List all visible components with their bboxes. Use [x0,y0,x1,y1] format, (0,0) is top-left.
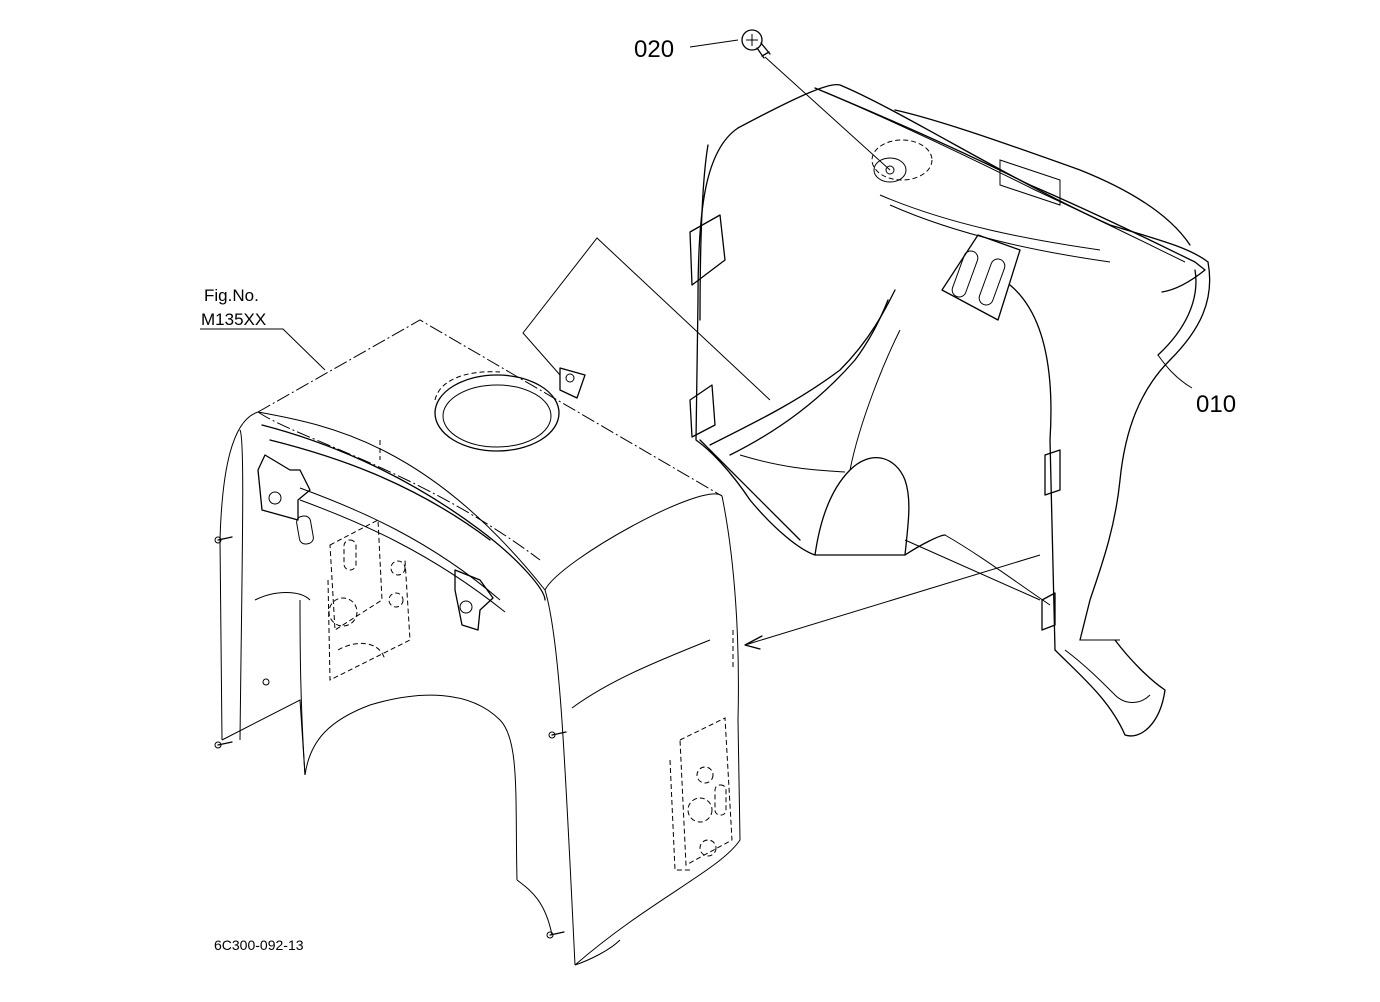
fig-no-label: Fig.No. [204,286,259,305]
callout-020: 020 [634,36,674,63]
fig-no-value: M135XX [201,310,266,329]
callout-010: 010 [1196,391,1236,418]
cover-part-010 [689,83,1211,737]
screw-part-020 [741,29,771,59]
drawing-code: 6C300-092-13 [214,937,304,953]
reference-housing-assembly [214,319,741,966]
assembly-lines [200,39,1193,650]
